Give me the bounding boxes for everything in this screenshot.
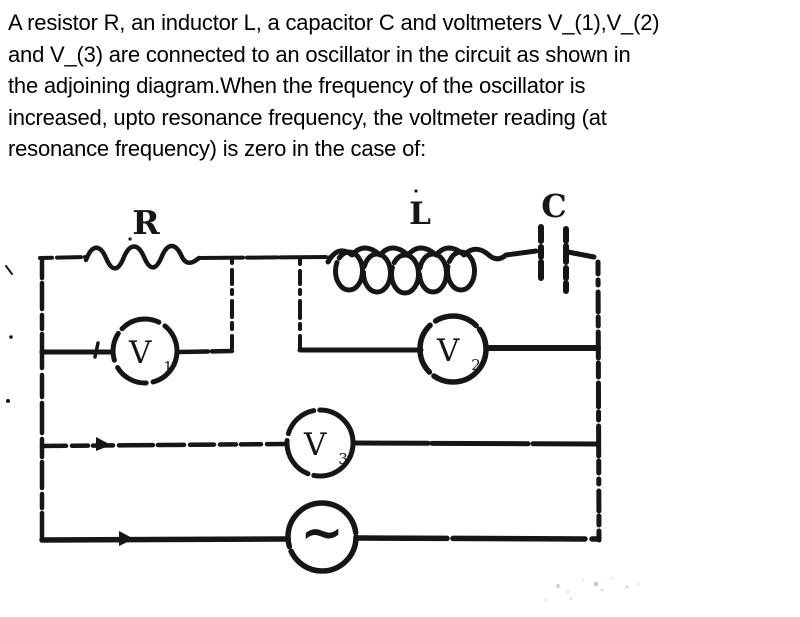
question-line: and V_(3) are connected to an oscillator…: [8, 41, 631, 67]
v3-label: V: [303, 427, 327, 463]
voltmeter-1: V 1: [39, 316, 235, 386]
svg-text:V 3: V 3: [303, 427, 348, 468]
v1-subscript: 1: [163, 358, 173, 376]
v3-left-wire: [39, 441, 290, 449]
ac-wave-icon: ~: [300, 503, 344, 563]
v1-right-wire: [175, 348, 235, 355]
question-line: increased, upto resonance frequency, the…: [8, 104, 607, 130]
v3-right-wire: [351, 440, 601, 447]
scan-artifacts-bottom: [543, 576, 640, 602]
v2-subscript: 2: [471, 356, 481, 374]
capacitor-label: C: [541, 187, 566, 225]
svg-text:V 1: V 1: [128, 335, 173, 376]
capacitor-symbol: C: [538, 187, 597, 294]
scan-artifacts-left: [5, 265, 13, 403]
capacitor-right-wire: [565, 249, 597, 260]
v3-subscript: 3: [338, 450, 348, 468]
top-middle-wire: [197, 255, 332, 260]
question-line: the adjoining diagram.When the frequency…: [8, 73, 586, 98]
circuit-diagram: R L C V: [5, 187, 640, 602]
question-text: A resistor R, an inductor L, a capacitor…: [8, 7, 800, 165]
v3-arrow-icon: [96, 437, 111, 451]
question-line: A resistor R, an inductor L, a capacitor…: [8, 10, 660, 35]
voltmeter-2: V 2: [297, 313, 601, 385]
top-left-wire: [38, 255, 88, 260]
v1-label: V: [128, 335, 152, 371]
question-line: resonance frequency) is zero in the case…: [8, 136, 426, 161]
voltmeter-3: V 3: [39, 407, 601, 479]
resistor-label: R: [132, 203, 160, 242]
oscillator-left-wire: [39, 536, 291, 543]
inductor-label: L: [409, 196, 431, 232]
resistor-symbol: R: [83, 203, 202, 271]
v2-label: V: [436, 333, 460, 369]
inductor-symbol: L: [325, 189, 539, 296]
oscillator: ~: [39, 500, 601, 574]
v1-arrow-tick: [93, 341, 100, 359]
oscillator-right-wire: [354, 535, 601, 542]
oscillator-arrow-icon: [119, 531, 134, 546]
svg-text:V 2: V 2: [436, 333, 481, 374]
right-rail-wire: [595, 259, 602, 543]
